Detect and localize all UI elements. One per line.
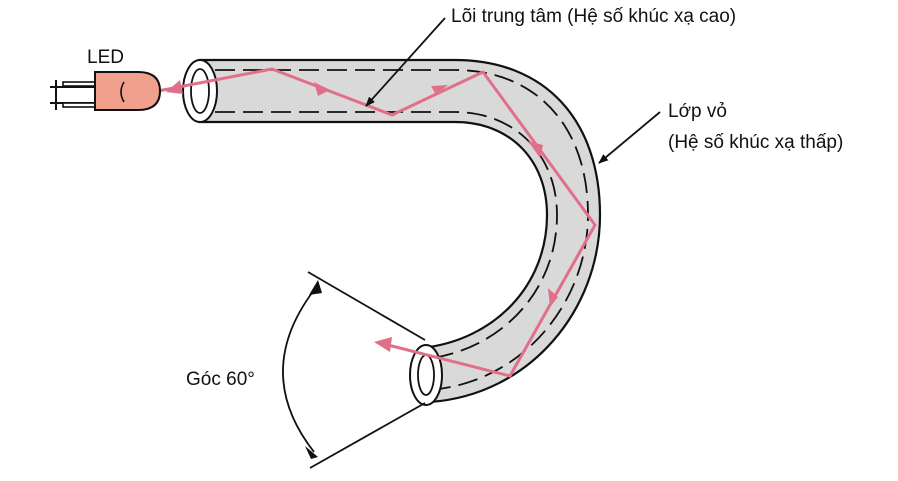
cladding-label-line1: Lớp vỏ <box>668 101 727 122</box>
light-ray-path <box>157 67 597 378</box>
core-label: Lõi trung tâm (Hệ số khúc xạ cao) <box>451 6 736 27</box>
angle-line-upper <box>307 271 426 341</box>
angle-line-lower <box>309 402 426 469</box>
cladding-leader-line <box>598 111 661 164</box>
angle-annotation <box>282 271 426 469</box>
ray-arrow-2 <box>314 82 330 96</box>
cladding-label-line2: (Hệ số khúc xạ thấp) <box>668 132 843 153</box>
ray-arrow-4 <box>528 141 543 158</box>
led-icon <box>50 71 162 111</box>
ray-arrow-1 <box>166 80 183 94</box>
fiber-bottom-end-inner <box>417 354 435 396</box>
fiber-outline <box>198 58 602 404</box>
led-label: LED <box>87 47 124 68</box>
fiber-left-end-inner <box>190 68 210 114</box>
light-ray <box>157 67 597 378</box>
core-leader-line <box>365 17 446 107</box>
ray-arrow-3 <box>431 85 448 95</box>
angle-arc-arrow-top <box>309 280 322 295</box>
ray-arrow-end <box>374 337 392 352</box>
ray-arrow-5 <box>548 288 558 307</box>
angle-arc-arrow-bottom <box>305 446 318 459</box>
core-boundary-inner <box>215 111 558 360</box>
angle-label: Góc 60° <box>186 369 255 390</box>
angle-arc <box>282 284 319 453</box>
